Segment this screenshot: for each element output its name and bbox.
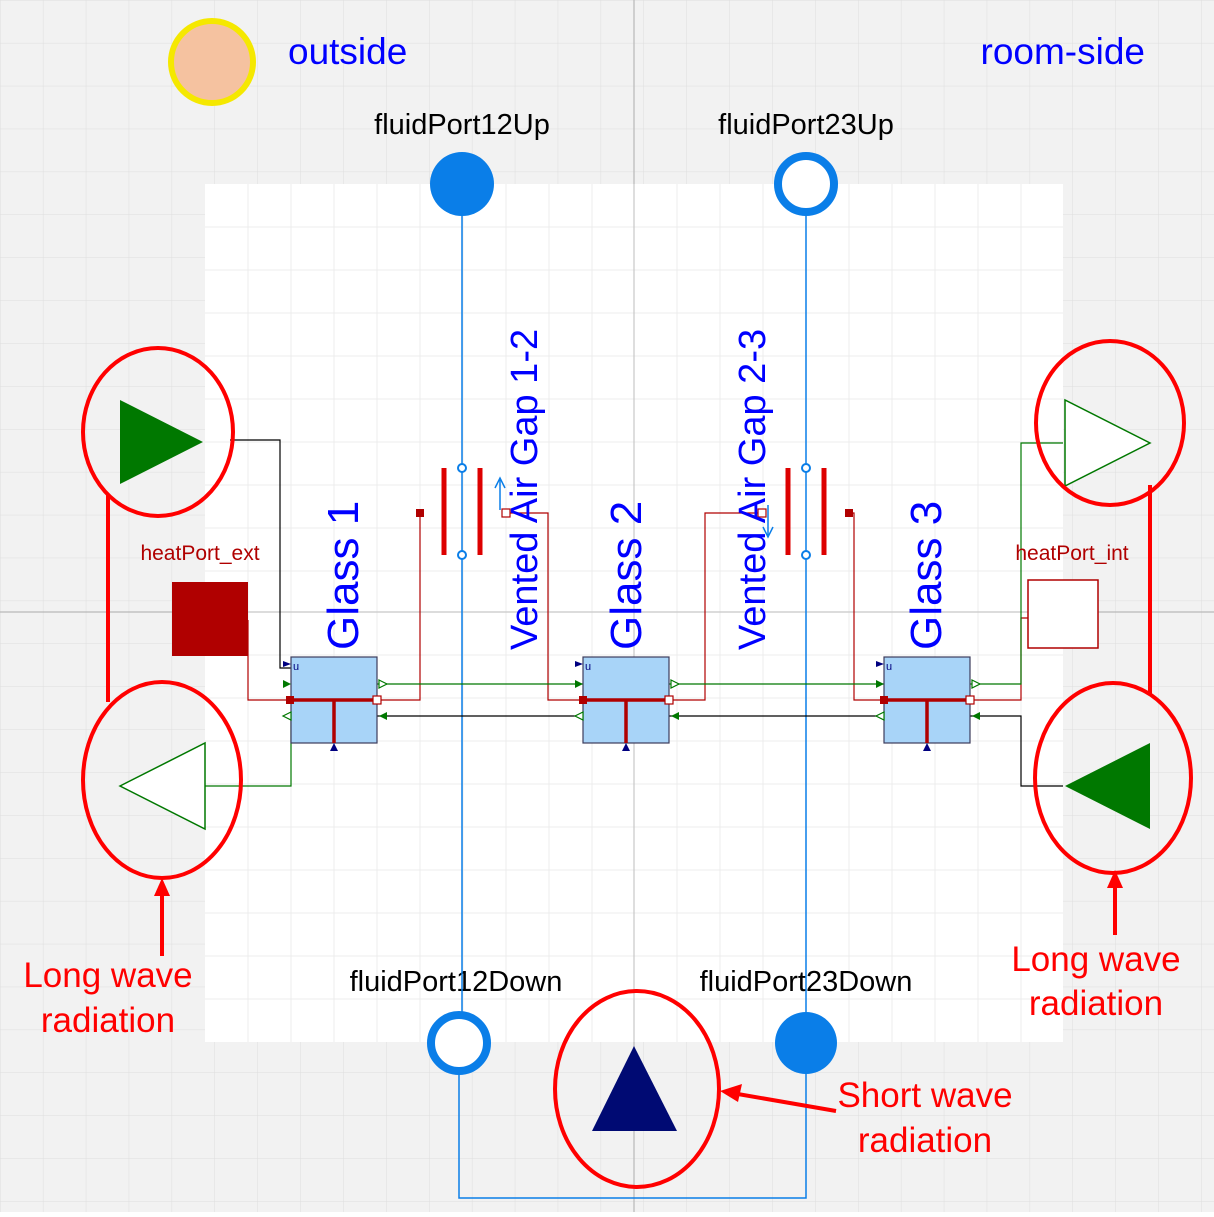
fluid-port-12-down-label: fluidPort12Down (350, 966, 563, 998)
heat-port-int[interactable] (1027, 579, 1099, 649)
air-gap-12-component[interactable] (441, 463, 506, 560)
air-gap-12-heat-port-b[interactable] (501, 508, 511, 518)
fluid-port-12-up[interactable] (430, 152, 494, 216)
room-side-label: room-side (981, 31, 1146, 72)
fluid-port-23-up-label: fluidPort23Up (718, 109, 894, 141)
long-wave-ext-output-icon[interactable] (118, 741, 206, 831)
outside-label: outside (288, 31, 407, 72)
air-gap-23-component[interactable] (762, 463, 827, 560)
air-gap-23-label: Vented Air Gap 2-3 (732, 329, 774, 650)
long-wave-left-arrow-head (154, 878, 170, 896)
sun-icon (168, 18, 256, 106)
long-wave-right-arrow-head (1107, 870, 1123, 888)
fluid-port-23-up[interactable] (774, 152, 838, 216)
heat-port-int-label: heatPort_int (1015, 542, 1128, 565)
heat-port-ext[interactable] (172, 582, 248, 656)
air-gap-12-label: Vented Air Gap 1-2 (504, 329, 546, 650)
glass-2-input-u-label: u (585, 661, 591, 673)
long-wave-right-line2: radiation (1029, 984, 1163, 1023)
air-gap-23-heat-port-b[interactable] (845, 509, 853, 517)
long-wave-int-ellipse-bottom (1033, 681, 1193, 875)
signal-connections-black (230, 439, 1063, 787)
signal-connections-green (205, 442, 1063, 787)
annotations (81, 339, 1193, 1189)
short-wave-arrow-head (720, 1084, 742, 1102)
heat-port-ext-label: heatPort_ext (140, 542, 259, 565)
glass-2-label: Glass 2 (602, 501, 651, 650)
long-wave-int-ellipse-top (1034, 339, 1186, 507)
long-wave-right-line1: Long wave (1011, 940, 1180, 979)
glass-signal-ports (281, 679, 982, 721)
long-wave-ext-ellipse-top (81, 346, 235, 518)
short-wave-ellipse (553, 989, 721, 1189)
air-gap-12-heat-port-a[interactable] (416, 509, 424, 517)
long-wave-left-line1: Long wave (23, 956, 192, 995)
glass-signal-inputs (283, 680, 980, 720)
fluid-port-23-down[interactable] (775, 1012, 837, 1074)
glass-3-component[interactable]: u (876, 656, 975, 751)
glass-1-component[interactable]: u (283, 656, 382, 751)
glass-2-component[interactable]: u (575, 656, 674, 751)
long-wave-ext-input-icon[interactable] (120, 400, 203, 484)
long-wave-left-line2: radiation (41, 1001, 175, 1040)
glass-3-input-u-label: u (886, 661, 892, 673)
fluid-port-12-down[interactable] (427, 1011, 491, 1075)
fluid-port-12-up-label: fluidPort12Up (374, 109, 550, 141)
diagram-grid (205, 184, 1063, 1042)
air-gap-23-heat-port-a[interactable] (757, 508, 767, 518)
long-wave-int-output-icon[interactable] (1064, 398, 1152, 488)
fluid-connections (458, 184, 807, 1199)
glass-1-label: Glass 1 (319, 501, 368, 650)
short-wave-line1: Short wave (837, 1076, 1012, 1115)
glass-3-label: Glass 3 (902, 501, 951, 650)
long-wave-int-input-icon[interactable] (1065, 743, 1150, 829)
short-wave-line2: radiation (858, 1121, 992, 1160)
glass-1-input-u-label: u (293, 661, 299, 673)
short-wave-input-icon[interactable] (592, 1046, 677, 1131)
